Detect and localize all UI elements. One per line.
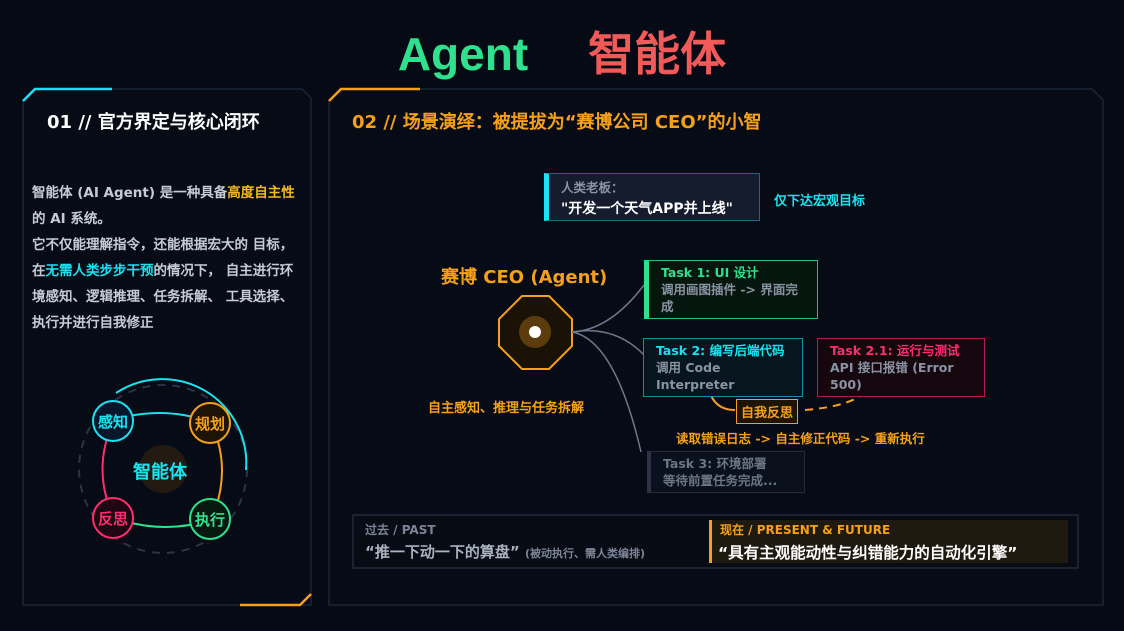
task-2-1-card: Task 2.1: 运行与测试 API 接口报错 (Error 500): [817, 338, 985, 397]
now-label: 现在 / PRESENT & FUTURE: [720, 523, 891, 537]
task-3-card: Task 3: 环境部署 等待前置任务完成...: [647, 451, 805, 493]
now-quote: “具有主观能动性与纠错能力的自动化引擎”: [718, 544, 1018, 562]
panel2-title: 02 // 场景演绎：被提拔为“赛博公司 CEO”的小智: [352, 112, 762, 133]
boss-card: 人类老板： "开发一个天气APP并上线": [544, 173, 760, 221]
past-label: 过去 / PAST: [365, 523, 436, 537]
cycle-node-execute: 执行: [189, 498, 231, 540]
cycle-node-reflect: 反思: [92, 497, 134, 539]
task-2-card: Task 2: 编写后端代码 调用 Code Interpreter: [643, 338, 803, 397]
agent-label: 赛博 CEO (Agent): [441, 267, 608, 288]
panel1-title: 01 // 官方界定与核心闭环: [47, 112, 260, 133]
agent-caption: 自主感知、推理与任务拆解: [428, 401, 585, 416]
self-reflect-badge: 自我反思: [736, 399, 799, 424]
cycle-center: 智能体: [133, 462, 187, 483]
task-1-card: Task 1: UI 设计 调用画图插件 -> 界面完成: [644, 260, 818, 319]
cycle-node-plan: 规划: [189, 402, 231, 444]
cycle-node-perceive: 感知: [92, 400, 134, 442]
boss-note: 仅下达宏观目标: [774, 194, 866, 209]
agent-definition: 智能体 (AI Agent) 是一种具备高度自主性的 AI 系统。它不仅能理解指…: [32, 185, 295, 331]
reflect-flow: 读取错误日志 -> 自主修正代码 -> 重新执行: [676, 431, 925, 446]
past-quote: “推一下动一下的算盘” (被动执行、需人类编排): [365, 543, 646, 561]
